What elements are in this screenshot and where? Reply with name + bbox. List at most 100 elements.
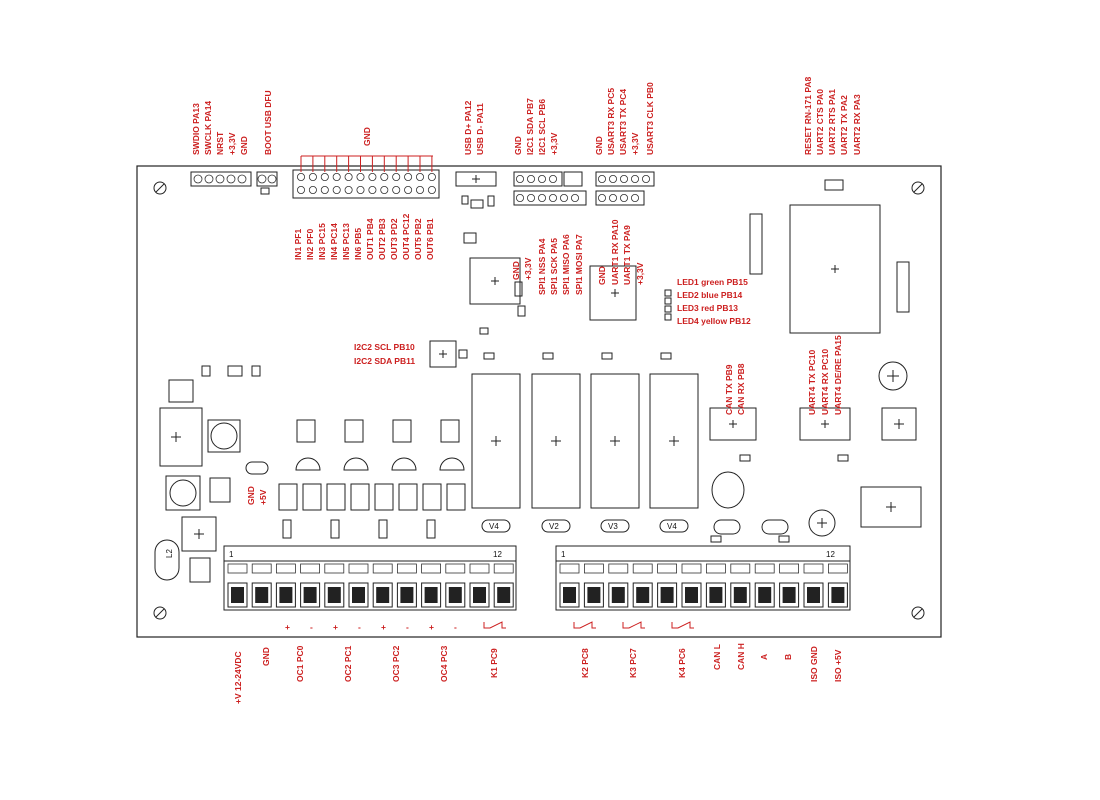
header-pin [308,172,317,181]
terminal-screw [275,582,296,608]
terminal-screw [227,582,248,608]
header-pin [560,193,569,202]
terminal-slot [372,563,393,574]
header-pin [392,172,401,181]
terminal-slot [396,563,417,574]
uart2-label: UART2 CTS PA0 [815,89,825,155]
terminal-screw-head [611,587,625,603]
io-label: IN4 PC14 [329,223,339,260]
terminal-slot [584,563,604,574]
terminal-screw-head [327,587,341,603]
header-pin [344,172,353,181]
terminal-screw [348,582,369,608]
header-pin [404,185,413,194]
header-pin [598,193,607,202]
terminal-screw-head [255,587,269,603]
boot-usb-dfu-label: BOOT USB DFU [263,90,273,155]
header-pin [538,193,547,202]
terminal-label: K1 PC9 [489,648,499,678]
terminal-screw [632,582,653,608]
terminal-screw [493,582,514,608]
io-header [292,169,440,199]
header-pin [549,174,558,183]
terminal-screw [300,582,321,608]
usart3-label: GND [594,136,604,155]
terminal-screw [779,582,800,608]
swd-label: GND [239,136,249,155]
terminal-screw-head [758,587,772,603]
spi1-label: SPI1 MOSI PA7 [574,234,584,295]
io-label: IN6 PB5 [353,228,363,260]
header-pin [631,193,640,202]
terminal-slot [227,563,248,574]
terminal-label: K4 PC6 [677,648,687,678]
io-label: IN3 PC15 [317,223,327,260]
terminal-label: K3 PC7 [628,648,638,678]
terminal-screw [251,582,272,608]
terminal-screw-head [587,587,601,603]
led-labels: LED1 green PB15 LED2 blue PB14 LED3 red … [677,277,751,326]
terminal-slot [681,563,702,574]
terminal-label: ISO +5V [833,649,843,682]
header-pin [296,185,305,194]
header-pin [356,172,365,181]
terminal-screw-head [303,587,317,603]
can-label: CAN TX PB9 [724,364,734,415]
terminal-label: CAN H [736,643,746,670]
polarity-mark: + [285,622,290,632]
mcu-power-label: +3,3V [523,257,533,280]
header-pin [308,185,317,194]
terminal-slot [632,563,653,574]
io-label: OUT1 PB4 [365,218,375,260]
header-pin [538,174,547,183]
uart2-label: UART2 RTS PA1 [827,89,837,155]
terminal-slot [421,563,442,574]
i2c1-header [513,171,587,206]
power-section [154,365,261,583]
relays [471,352,699,509]
can-label: CAN RX PB8 [736,363,746,415]
terminal-slot [779,563,799,574]
uart1-label: GND [597,266,607,285]
terminal-screw-head [807,587,820,603]
terminal-label: A [759,654,769,660]
terminal-screw [657,582,678,608]
power-header-label: GND [246,486,256,505]
terminal-slot [828,563,848,574]
terminal-label: +V 12-24VDC [233,651,243,704]
terminal-screw-head [831,587,845,603]
terminal-right-last: 12 [826,550,835,559]
i2c2-labels: I2C2 SCL PB10 I2C2 SDA PB11 [354,342,415,366]
led-label: LED1 green PB15 [677,277,748,287]
can-labels: CAN TX PB9 CAN RX PB8 [724,363,746,415]
header-pin [320,172,329,181]
led-block [664,213,763,321]
header-pin [380,172,389,181]
io-label: OUT6 PB1 [425,218,435,260]
terminal-slot [608,563,629,574]
power-header-label: +5V [258,489,268,505]
usart3-labels: GND USART3 RX PC5 USART3 TX PC4 +3,3V US… [594,82,655,155]
terminal-slot [445,563,466,574]
board-outline [136,165,942,638]
mounting-holes [153,181,925,620]
io-label: IN2 PF0 [305,229,315,260]
relay-label: V2 [549,522,559,531]
uart2-label: RESET RN-171 PA8 [803,76,813,155]
polarity-mark: + [381,622,386,632]
swd-header [190,171,252,187]
led-label: LED3 red PB13 [677,303,738,313]
i2c1-label: GND [513,136,523,155]
header-pin [380,185,389,194]
i2c1-label: I2C1 SDA PB7 [525,98,535,155]
terminal-screw-head [279,587,293,603]
header-pin [631,174,640,183]
polarity-mark: + [333,622,338,632]
terminal-slot [275,563,296,574]
header-pin [598,174,607,183]
led-label: LED4 yellow PB12 [677,316,751,326]
terminal-screw [445,582,466,608]
relay-label: V4 [667,522,677,531]
terminal-screw [324,582,345,608]
io-label: OUT3 PD2 [389,218,399,260]
